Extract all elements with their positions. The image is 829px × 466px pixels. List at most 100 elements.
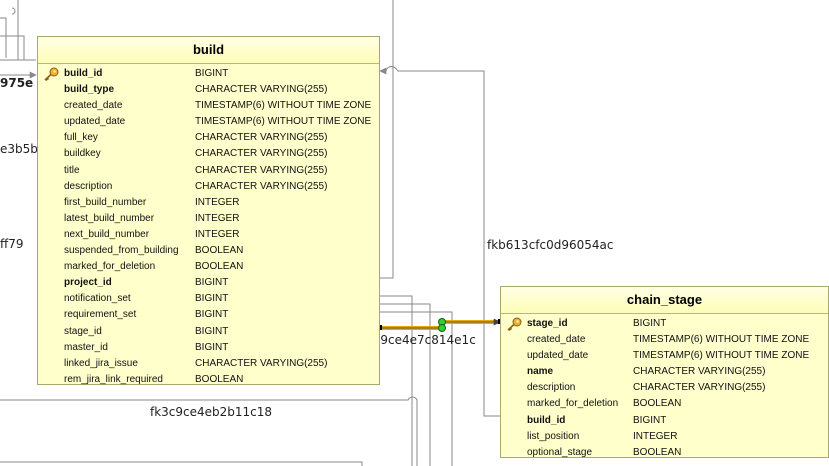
wire-top: [380, 0, 394, 279]
wire-handle[interactable]: [438, 324, 446, 332]
column-type: BOOLEAN: [195, 245, 244, 257]
table-row[interactable]: build_type CHARACTER VARYING(255): [38, 82, 379, 98]
column-name: next_build_number: [64, 228, 150, 240]
table-row[interactable]: linked_jira_issue CHARACTER VARYING(255): [38, 356, 379, 372]
column-name: full_key: [64, 132, 98, 144]
table-row[interactable]: full_key CHARACTER VARYING(255): [38, 130, 379, 146]
table-row[interactable]: created_date TIMESTAMP(6) WITHOUT TIME ZO…: [38, 98, 379, 114]
column-type: TIMESTAMP(6) WITHOUT TIME ZONE: [633, 350, 810, 362]
column-type: CHARACTER VARYING(255): [633, 366, 766, 378]
table-row[interactable]: name CHARACTER VARYING(255): [501, 364, 828, 380]
column-name: buildkey: [64, 148, 101, 160]
column-name: requirement_set: [64, 309, 137, 321]
column-type: CHARACTER VARYING(255): [195, 84, 328, 96]
edge-label-975e: 975e: [0, 76, 34, 90]
column-name: notification_set: [64, 293, 131, 305]
column-type: BIGINT: [195, 68, 229, 79]
column-type: CHARACTER VARYING(255): [195, 148, 328, 160]
column-type: BIGINT: [195, 325, 229, 337]
column-type: BOOLEAN: [633, 398, 682, 410]
table-row[interactable]: suspended_from_building BOOLEAN: [38, 243, 379, 259]
key-icon: [507, 317, 522, 331]
table-row[interactable]: first_build_number INTEGER: [38, 195, 379, 211]
column-name: build_id: [527, 414, 566, 426]
column-name: name: [527, 366, 554, 378]
column-name: master_id: [64, 341, 108, 353]
table-row[interactable]: latest_build_number INTEGER: [38, 211, 379, 227]
column-name: optional_stage: [527, 446, 593, 458]
column-name: description: [527, 382, 576, 394]
left-edge-wires: [0, 0, 37, 79]
column-name: build_id: [64, 68, 103, 79]
column-type: INTEGER: [195, 228, 240, 240]
column-type: INTEGER: [633, 430, 678, 442]
wire-fk3c9ce4eb2b11c18[interactable]: [0, 396, 418, 466]
table-row[interactable]: updated_date TIMESTAMP(6) WITHOUT TIME ZO…: [38, 114, 379, 130]
edge-label-ff79: ff79: [0, 237, 24, 251]
table-row[interactable]: title CHARACTER VARYING(255): [38, 163, 379, 179]
table-row[interactable]: next_build_number INTEGER: [38, 227, 379, 243]
key-icon: [44, 67, 59, 81]
column-type: CHARACTER VARYING(255): [195, 357, 328, 369]
column-type: BIGINT: [195, 309, 229, 321]
table-row[interactable]: master_id BIGINT: [38, 340, 379, 356]
column-type: CHARACTER VARYING(255): [195, 180, 328, 192]
wire-bottom: [0, 461, 363, 466]
fk-label-fk3c9ce4e7c814e1c[interactable]: fk3c9ce4e7c814e1c: [355, 333, 476, 347]
table-row[interactable]: stage_id BIGINT: [38, 324, 379, 340]
column-type: CHARACTER VARYING(255): [195, 164, 328, 176]
table-title: build: [38, 37, 379, 64]
column-type: BIGINT: [195, 341, 229, 353]
table-row[interactable]: description CHARACTER VARYING(255): [38, 179, 379, 195]
column-type: CHARACTER VARYING(255): [195, 132, 328, 144]
column-name: suspended_from_building: [64, 245, 179, 257]
column-type: BOOLEAN: [195, 373, 244, 385]
table-row[interactable]: marked_for_deletion BOOLEAN: [501, 396, 828, 412]
table-row[interactable]: build_id BIGINT: [38, 66, 379, 82]
column-name: stage_id: [527, 318, 568, 329]
column-type: INTEGER: [195, 196, 240, 208]
column-type: BOOLEAN: [195, 261, 244, 273]
table-row[interactable]: created_date TIMESTAMP(6) WITHOUT TIME ZO…: [501, 332, 828, 348]
column-type: INTEGER: [195, 212, 240, 224]
column-type: CHARACTER VARYING(255): [633, 382, 766, 394]
column-name: linked_jira_issue: [64, 357, 138, 369]
column-name: created_date: [64, 100, 123, 112]
column-name: created_date: [527, 334, 586, 346]
column-type: TIMESTAMP(6) WITHOUT TIME ZONE: [195, 116, 372, 128]
column-name: project_id: [64, 277, 112, 289]
column-type: BOOLEAN: [633, 446, 682, 458]
table-row[interactable]: requirement_set BIGINT: [38, 307, 379, 323]
table-row[interactable]: notification_set BIGINT: [38, 291, 379, 307]
column-name: description: [64, 180, 113, 192]
column-name: title: [64, 164, 80, 176]
column-name: latest_build_number: [64, 212, 155, 224]
column-type: TIMESTAMP(6) WITHOUT TIME ZONE: [633, 334, 810, 346]
column-type: TIMESTAMP(6) WITHOUT TIME ZONE: [195, 100, 372, 112]
table-row[interactable]: buildkey CHARACTER VARYING(255): [38, 146, 379, 162]
column-name: first_build_number: [64, 196, 147, 208]
wire-fkb613[interactable]: [379, 66, 500, 417]
column-type: BIGINT: [195, 293, 229, 305]
build-right-wires: [380, 295, 453, 466]
column-name: stage_id: [64, 325, 102, 337]
fk-label-fk3c9ce4eb2b11c18[interactable]: fk3c9ce4eb2b11c18: [150, 405, 273, 419]
column-name: marked_for_deletion: [527, 398, 619, 410]
fk-label-fkb613cfc0d96054ac[interactable]: fkb613cfc0d96054ac: [487, 238, 614, 252]
table-row[interactable]: optional_stage BOOLEAN: [501, 445, 828, 461]
column-name: updated_date: [64, 116, 126, 128]
column-name: build_type: [64, 84, 115, 96]
table-title: chain_stage: [501, 287, 828, 314]
table-row[interactable]: description CHARACTER VARYING(255): [501, 380, 828, 396]
